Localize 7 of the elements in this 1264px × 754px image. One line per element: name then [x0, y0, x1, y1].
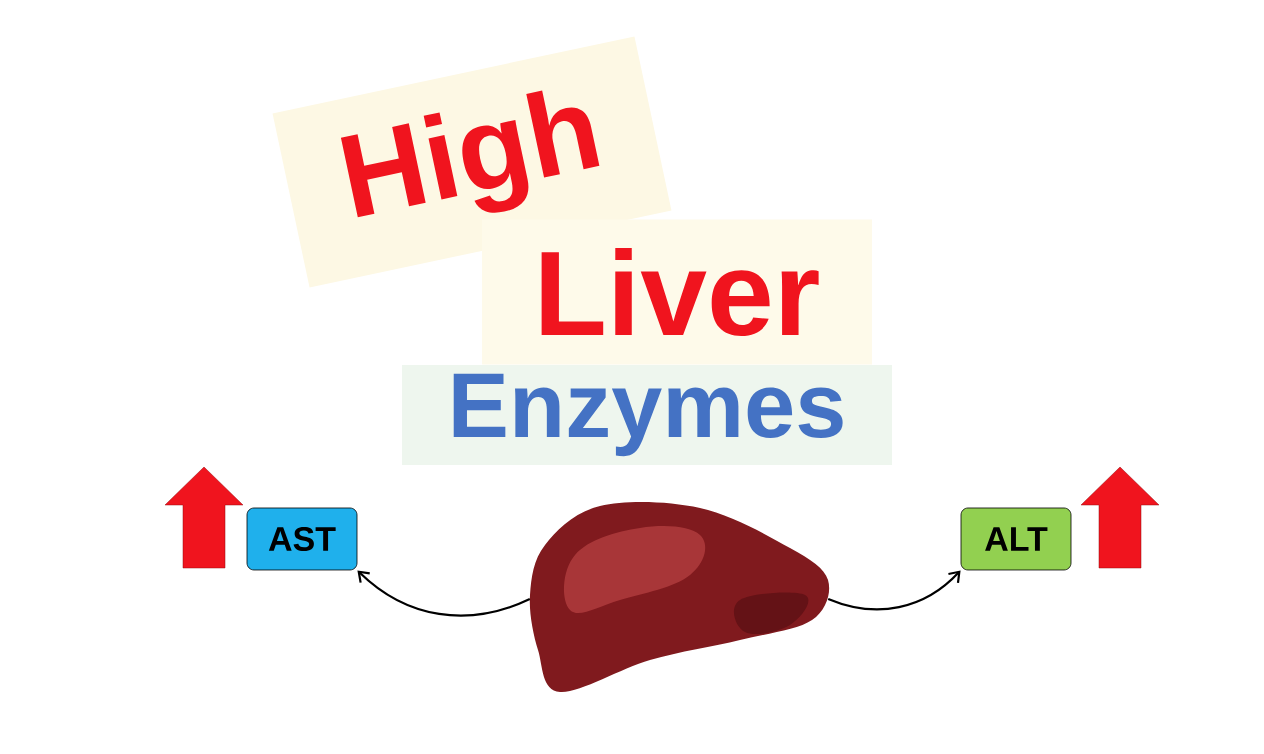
- liver-drawing: [529, 502, 830, 692]
- title-band: Enzymes: [402, 365, 892, 465]
- enzyme-box: ALT: [960, 507, 1072, 571]
- enzyme-box: AST: [246, 507, 358, 571]
- arrow: [827, 570, 961, 611]
- title-band: Liver: [482, 219, 872, 365]
- arrow: [357, 570, 531, 617]
